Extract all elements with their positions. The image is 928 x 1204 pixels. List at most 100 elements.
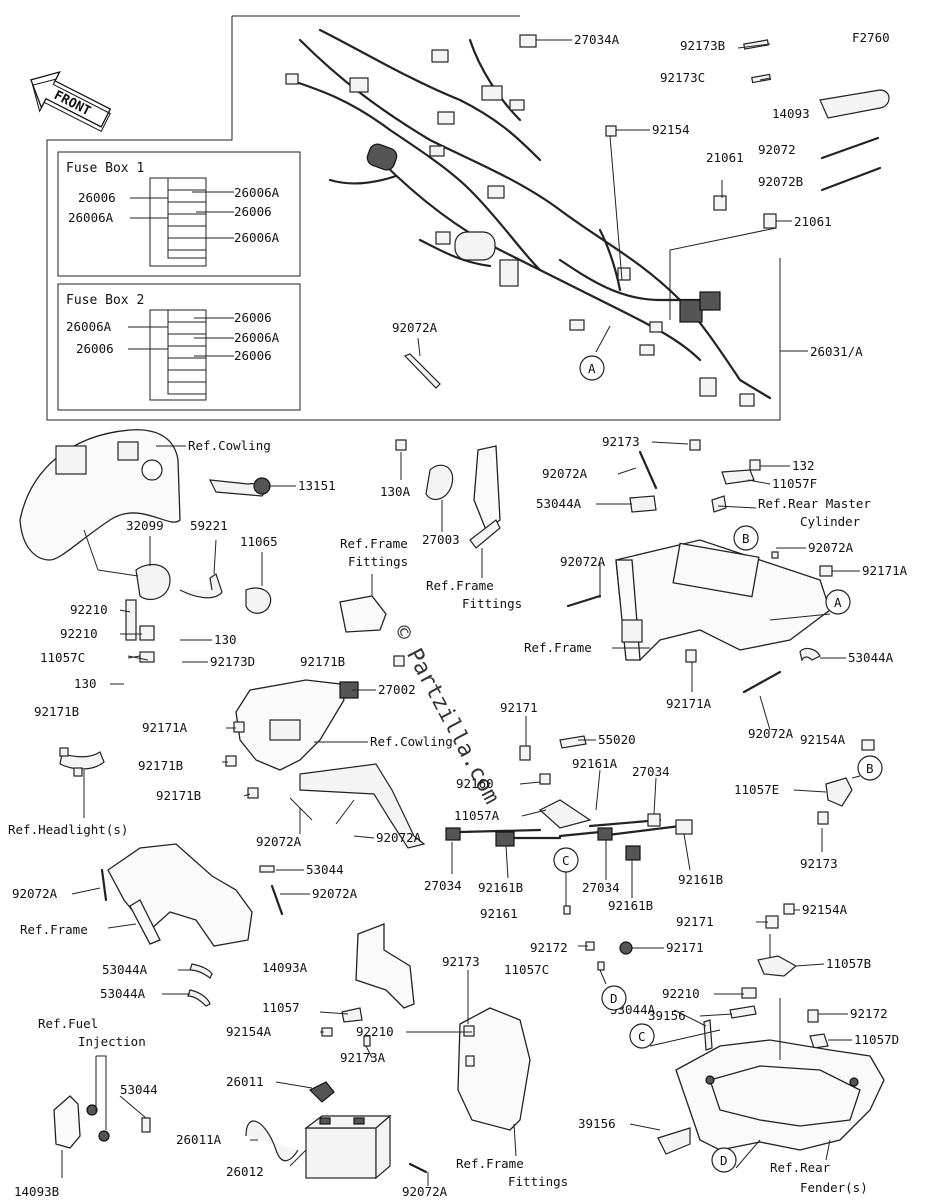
main-harness-region	[46, 15, 781, 421]
ref-label: Ref.Frame	[340, 536, 408, 551]
callout-label: 92171	[666, 940, 704, 955]
fuse-label: 26006	[234, 310, 272, 325]
callout-label: 92173B	[680, 38, 725, 53]
ref-circle-label: D	[720, 1153, 728, 1168]
fuse-label: 26006A	[234, 230, 280, 245]
callout-label: 27034	[424, 878, 462, 893]
callout-label: 27034	[632, 764, 670, 779]
ref-circle-label: B	[742, 531, 750, 546]
fuse-label: 26006	[78, 190, 116, 205]
callout-label: 92154A	[800, 732, 846, 747]
callout-label: 92072A	[256, 834, 302, 849]
ref-label: Ref.Cowling	[370, 734, 453, 749]
fuse-box-1: Fuse Box 1 26006 26006A 26006A 26006 260…	[57, 151, 301, 277]
callout-label: 92173D	[210, 654, 255, 669]
callout-label: 11057E	[734, 782, 779, 797]
callout-label: 11057B	[826, 956, 871, 971]
ref-circle	[825, 589, 851, 615]
leaders-battery	[250, 970, 517, 1186]
battery-region	[245, 923, 531, 1180]
leaders-mid-right	[596, 441, 860, 731]
callout-label: 21061	[794, 214, 832, 229]
relay-cluster-region	[445, 716, 693, 915]
callout-label: 21061	[706, 150, 744, 165]
callout-label: 92171	[500, 700, 538, 715]
callout-label: 92072A	[560, 554, 606, 569]
callout-label: 92161A	[572, 756, 618, 771]
ref-label: Fittings	[348, 554, 408, 569]
callout-label: 92171B	[300, 654, 345, 669]
ref-label: Cylinder	[800, 514, 861, 529]
ref-label: Fender(s)	[800, 1180, 868, 1195]
callout-label: 92072A	[312, 886, 358, 901]
ref-label: Ref.Frame	[20, 922, 88, 937]
callout-label: 92173C	[660, 70, 705, 85]
callout-label: 92161B	[678, 872, 723, 887]
lower-frame-region	[100, 843, 284, 1007]
callout-label: 92072A	[542, 466, 588, 481]
ref-label: Ref.Rear	[770, 1160, 831, 1175]
callout-label: 53044A	[536, 496, 582, 511]
ref-circle-label: A	[834, 595, 842, 610]
ref-label: Ref.Cowling	[188, 438, 271, 453]
callout-label: 92154	[652, 122, 690, 137]
leaders-relay	[451, 739, 691, 898]
callout-label: 27034	[582, 880, 620, 895]
callout-label: 132	[792, 458, 815, 473]
callout-label: 92072B	[758, 174, 803, 189]
callout-label: 92171B	[156, 788, 201, 803]
callout-label: 92210	[356, 1024, 394, 1039]
callout-label: 26031/A	[810, 344, 863, 359]
fuse-label: 26006A	[234, 185, 280, 200]
callout-label: 32099	[126, 518, 164, 533]
ref-circle-label: C	[638, 1029, 646, 1044]
ref-label: Ref.Headlight(s)	[8, 822, 128, 837]
fuse-box-2-title: Fuse Box 2	[66, 293, 144, 308]
fuse-label: 26006A	[66, 319, 112, 334]
callout-label: 27034A	[574, 32, 620, 47]
callout-label: 53044A	[102, 962, 148, 977]
callout-label: 92173	[442, 954, 480, 969]
callout-label: 39156	[648, 1008, 686, 1023]
callout-label: 13151	[298, 478, 336, 493]
ref-label: Ref.Rear Master	[758, 496, 871, 511]
headlight-stay-region	[59, 679, 426, 849]
ref-label: Ref.Frame	[524, 640, 592, 655]
fuse-label: 26006A	[68, 210, 114, 225]
callout-label: 92173	[602, 434, 640, 449]
callout-label: 11057D	[854, 1032, 899, 1047]
ref-circle-label: B	[866, 761, 874, 776]
ref-circle	[711, 1147, 737, 1173]
ref-circle	[857, 755, 883, 781]
bracket-b-region	[793, 739, 875, 852]
ref-label: Ref.Frame	[456, 1156, 524, 1171]
callout-label: 14093B	[14, 1184, 59, 1199]
callout-label: 92154A	[802, 902, 848, 917]
callout-label: 55020	[598, 732, 636, 747]
callout-label: 11057	[262, 1000, 300, 1015]
fuse-label: 26006	[234, 348, 272, 363]
callout-label: 130A	[380, 484, 411, 499]
callout-label: 92210	[60, 626, 98, 641]
callout-label: 92072A	[376, 830, 422, 845]
callout-label: 53044	[120, 1082, 158, 1097]
ref-label: Ref.Fuel	[38, 1016, 98, 1031]
callout-label: 92161B	[608, 898, 653, 913]
callout-label: 11057C	[40, 650, 85, 665]
callout-label: 92072A	[748, 726, 794, 741]
ref-label: Injection	[78, 1034, 146, 1049]
callout-label: 92072A	[808, 540, 854, 555]
ref-label: Fittings	[462, 596, 522, 611]
small-parts-top-right	[403, 39, 890, 389]
figure-code: F2760	[852, 30, 890, 45]
callout-label: 92171B	[34, 704, 79, 719]
ref-circle-label: A	[588, 361, 596, 376]
callout-label: 92154A	[226, 1024, 272, 1039]
callout-label: 92210	[70, 602, 108, 617]
leaders-top	[417, 39, 808, 357]
ref-circle	[601, 985, 627, 1011]
callout-label: 92072A	[12, 886, 58, 901]
callout-label: 26011	[226, 1074, 264, 1089]
